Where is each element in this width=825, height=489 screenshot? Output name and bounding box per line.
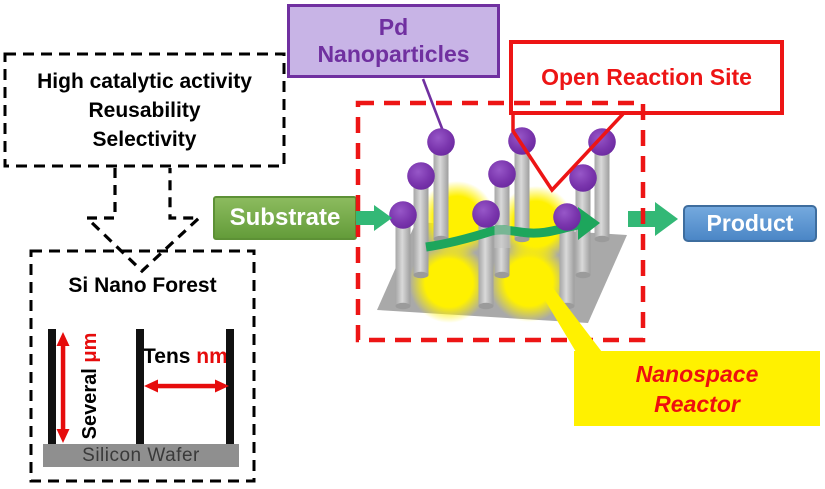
benefits-box: High catalytic activity Reusability Sele… (4, 53, 285, 167)
pillar-spacing-label: Tens nm (143, 345, 253, 369)
pillar-spacing-label-red: nm (196, 345, 228, 368)
open-reaction-site-callout-box: Open Reaction Site (509, 40, 784, 115)
product-box: Product (683, 205, 817, 242)
pillar-spacing-label-black: Tens (143, 345, 197, 368)
benefits-line-3: Selectivity (92, 127, 197, 151)
substrate-label: Substrate (229, 204, 341, 231)
silicon-wafer-label: Silicon Wafer (82, 444, 200, 466)
pillar-height-label-black: Several (79, 362, 101, 440)
pd-nanoparticles-label-box: Pd Nanoparticles (287, 4, 500, 78)
pd-label-line-2: Nanoparticles (317, 41, 470, 67)
silicon-wafer: Silicon Wafer (43, 444, 239, 467)
nanospace-reactor-label-box: Nanospace Reactor (574, 351, 820, 426)
pillar-height-label-red: μm (79, 332, 101, 363)
product-label: Product (706, 210, 794, 236)
open-reaction-site-label: Open Reaction Site (541, 64, 752, 90)
nanospace-label-line-2: Reactor (654, 390, 740, 417)
nanospace-label-line-1: Nanospace (635, 360, 759, 387)
benefits-line-1: High catalytic activity (37, 69, 252, 93)
pillar-height-label: Several μm (79, 326, 107, 446)
substrate-box: Substrate (213, 196, 357, 240)
benefits-line-2: Reusability (88, 98, 201, 122)
pd-label-line-1: Pd (378, 14, 409, 40)
si-nano-forest-title: Si Nano Forest (68, 274, 217, 297)
